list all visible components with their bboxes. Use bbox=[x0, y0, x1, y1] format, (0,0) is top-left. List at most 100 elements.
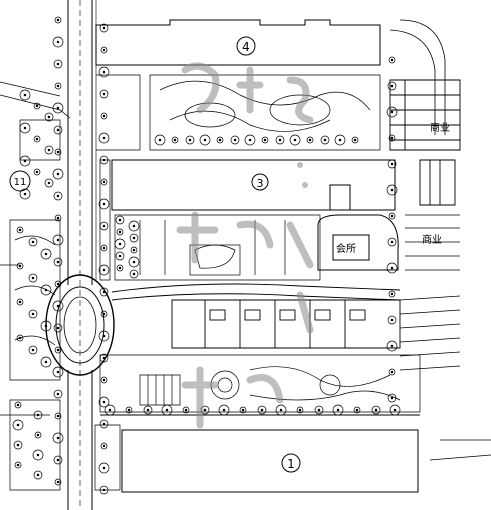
tree-center bbox=[336, 408, 340, 412]
tree-symbol bbox=[19, 155, 31, 167]
tree-center bbox=[338, 138, 342, 142]
tree-symbol bbox=[98, 396, 110, 408]
tree-symbol bbox=[33, 168, 41, 176]
tree-center bbox=[118, 266, 122, 270]
tree-symbol bbox=[44, 112, 54, 122]
tree-symbol bbox=[314, 405, 324, 415]
tree-symbol bbox=[296, 406, 304, 414]
tree-center bbox=[56, 348, 60, 352]
tree-symbol bbox=[334, 134, 346, 146]
tree-center bbox=[102, 158, 106, 162]
tree-center bbox=[203, 408, 207, 412]
tree-center bbox=[44, 288, 48, 292]
tree-center bbox=[102, 114, 106, 118]
tree-center bbox=[102, 224, 106, 228]
tree-symbol bbox=[16, 334, 24, 342]
tree-center bbox=[390, 58, 394, 62]
tree-symbol bbox=[185, 135, 195, 145]
tree-symbol bbox=[98, 330, 110, 342]
clubhouse bbox=[317, 214, 399, 271]
tree-symbol bbox=[54, 280, 62, 288]
tree-symbol bbox=[34, 431, 42, 439]
tree-symbol bbox=[261, 136, 269, 144]
tree-symbol bbox=[218, 404, 230, 416]
tree-center bbox=[56, 238, 60, 242]
tree-center bbox=[173, 138, 177, 142]
tree-center bbox=[16, 443, 20, 447]
tree-symbol bbox=[239, 406, 247, 414]
tree-symbol bbox=[388, 368, 396, 376]
tree-symbol bbox=[44, 178, 54, 188]
tree-symbol bbox=[130, 246, 138, 254]
tree-center bbox=[393, 408, 397, 412]
tree-center bbox=[165, 408, 169, 412]
tree-center bbox=[44, 360, 48, 364]
tree-center bbox=[278, 138, 282, 142]
tree-center bbox=[102, 356, 106, 360]
tree-symbol bbox=[99, 485, 109, 495]
tree-center bbox=[36, 413, 40, 417]
tree-symbols bbox=[12, 16, 401, 495]
tree-center bbox=[23, 192, 27, 196]
tree-center bbox=[132, 260, 136, 264]
label-commerce-top: 商业 bbox=[430, 121, 450, 134]
tree-symbol bbox=[98, 462, 110, 474]
tree-center bbox=[102, 378, 106, 382]
tree-center bbox=[56, 150, 60, 154]
tree-symbol bbox=[19, 122, 31, 134]
tree-center bbox=[390, 344, 394, 348]
tree-center bbox=[56, 326, 60, 330]
tree-center bbox=[102, 488, 106, 492]
tree-symbol bbox=[53, 59, 63, 69]
tree-symbol bbox=[353, 406, 361, 414]
tree-center bbox=[102, 466, 106, 470]
tree-symbol bbox=[115, 215, 125, 225]
tree-center bbox=[18, 300, 22, 304]
tree-center bbox=[102, 48, 106, 52]
tree-symbol bbox=[171, 136, 179, 144]
tree-center bbox=[56, 436, 60, 440]
tree-center bbox=[16, 463, 20, 467]
tree-symbol bbox=[125, 406, 133, 414]
tree-symbol bbox=[388, 134, 396, 142]
tree-center bbox=[390, 136, 394, 140]
tree-center bbox=[390, 370, 394, 374]
tree-center bbox=[31, 240, 35, 244]
tree-center bbox=[260, 408, 264, 412]
tree-center bbox=[263, 138, 267, 142]
tree-symbol bbox=[12, 419, 24, 431]
tree-center bbox=[102, 202, 106, 206]
tree-center bbox=[118, 230, 122, 234]
tree-center bbox=[56, 370, 60, 374]
tree-symbol bbox=[33, 470, 43, 480]
circle-1: 1 bbox=[281, 453, 301, 473]
garden-bottom bbox=[99, 354, 421, 413]
tree-symbol bbox=[54, 82, 62, 90]
tree-symbol bbox=[19, 89, 31, 101]
tree-center bbox=[56, 260, 60, 264]
tree-symbol bbox=[52, 366, 64, 378]
tree-symbol bbox=[40, 248, 52, 260]
tree-center bbox=[36, 453, 40, 457]
label-commerce-right: 商业 bbox=[422, 233, 442, 246]
tree-center bbox=[18, 264, 22, 268]
tree-symbol bbox=[99, 287, 109, 297]
tree-center bbox=[390, 292, 394, 296]
tree-symbol bbox=[100, 376, 108, 384]
tree-center bbox=[102, 312, 106, 316]
tree-symbol bbox=[19, 188, 31, 200]
tree-center bbox=[56, 62, 60, 66]
tree-center bbox=[56, 414, 60, 418]
tree-symbol bbox=[100, 46, 108, 54]
tree-center bbox=[132, 236, 136, 240]
tree-symbol bbox=[33, 135, 41, 143]
tree-symbol bbox=[244, 134, 256, 146]
tree-center bbox=[102, 334, 106, 338]
tree-symbol bbox=[99, 155, 109, 165]
tree-symbol bbox=[28, 345, 38, 355]
tree-symbol bbox=[216, 136, 224, 144]
tree-center bbox=[127, 408, 131, 412]
tree-symbol bbox=[387, 237, 397, 247]
tree-center bbox=[102, 70, 106, 74]
